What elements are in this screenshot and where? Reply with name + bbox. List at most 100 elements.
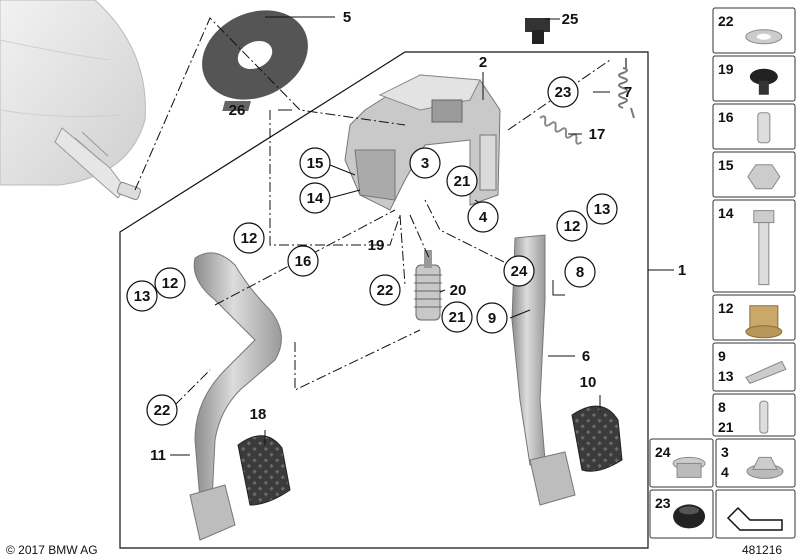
sidebar-label: 23 [655, 495, 671, 511]
sidebar-part-grommet: 23 [649, 489, 714, 539]
callout-number: 13 [134, 288, 151, 305]
callout-6: 6 [582, 348, 590, 365]
callout-number: 5 [343, 9, 351, 26]
callout-25: 25 [562, 11, 579, 28]
sidebar-part-hex-bolt: 14 [712, 199, 796, 293]
callout-number: 21 [449, 309, 466, 326]
callout-22: 22 [146, 394, 178, 426]
return-spring-7 [618, 58, 635, 119]
return-spring-17 [539, 115, 583, 145]
callout-1: 1 [678, 262, 686, 279]
pedal-pad-left [237, 435, 291, 506]
sidebar-part-slide-bushing: 24 [649, 438, 714, 488]
callout-8: 8 [564, 256, 596, 288]
rubber-pad [222, 101, 251, 111]
callout-number: 18 [250, 406, 267, 423]
collar-nut-icon [746, 456, 784, 479]
diagram-id: 481216 [742, 543, 783, 557]
callout-18: 18 [250, 406, 267, 423]
callout-26: 26 [229, 102, 246, 119]
callout-5: 5 [343, 9, 351, 26]
callout-3: 3 [409, 147, 441, 179]
callout-10: 10 [580, 374, 597, 391]
callout-2: 2 [479, 54, 487, 71]
brake-booster [0, 0, 146, 201]
callout-number: 14 [307, 190, 324, 207]
callout-number: 1 [678, 262, 686, 279]
sidebar-label: 4 [721, 464, 729, 480]
callout-13: 13 [126, 280, 158, 312]
hex-nut-icon [747, 164, 781, 190]
grommet-icon [673, 504, 706, 529]
assembly-frame [119, 51, 649, 549]
copyright-text: © 2017 BMW AG [6, 543, 98, 557]
callout-number: 17 [589, 126, 606, 143]
pedal-pad-right [571, 405, 623, 472]
sidebar-label: 14 [718, 205, 734, 221]
dowel-pin-icon [759, 400, 769, 434]
callout-number: 20 [450, 282, 467, 299]
sidebar-label: 9 [718, 348, 726, 364]
brake-pedal [511, 234, 576, 506]
callout-15: 15 [299, 147, 331, 179]
callout-20: 20 [450, 282, 467, 299]
sidebar-label: 15 [718, 157, 734, 173]
callout-19: 19 [368, 237, 385, 254]
sidebar-label: 13 [718, 368, 734, 384]
callout-21: 21 [441, 301, 473, 333]
callout-number: 4 [479, 209, 488, 226]
sidebar-part-collar-nut: 34 [715, 438, 796, 488]
sidebar-label: 19 [718, 61, 734, 77]
callout-number: 19 [368, 237, 385, 254]
callout-number: 16 [295, 253, 312, 270]
callout-13: 13 [586, 193, 618, 225]
callout-number: 25 [562, 11, 579, 28]
callout-12: 12 [233, 222, 265, 254]
sidebar-part-dowel-pin: 821 [712, 393, 796, 437]
pedal-bracket [344, 74, 501, 211]
callout-17: 17 [589, 126, 606, 143]
sidebar-part-hex-nut: 15 [712, 151, 796, 198]
sidebar-label: 12 [718, 300, 734, 316]
slide-bushing-icon [672, 456, 706, 478]
sidebar-label: 8 [718, 399, 726, 415]
dashed-lines [134, 17, 611, 406]
callout-14: 14 [299, 182, 331, 214]
callout-number: 22 [377, 282, 394, 299]
sidebar-part-arrow-symbol [715, 489, 796, 539]
callout-number: 8 [576, 264, 584, 281]
callout-23: 23 [547, 76, 579, 108]
sidebar-label: 21 [718, 419, 734, 435]
spring-clip-icon [745, 360, 787, 385]
callout-16: 16 [287, 245, 319, 277]
bushing-icon [745, 305, 783, 339]
damper-20 [414, 250, 442, 321]
callout-9: 9 [476, 302, 508, 334]
callout-21: 21 [446, 165, 478, 197]
callout-7: 7 [624, 84, 632, 101]
hex-bolt-icon [753, 210, 775, 286]
callout-number: 22 [154, 402, 171, 419]
callout-number: 7 [624, 84, 632, 101]
sidebar-label: 22 [718, 13, 734, 29]
sidebar-label: 3 [721, 444, 729, 460]
sidebar-label: 16 [718, 109, 734, 125]
callout-4: 4 [467, 201, 499, 233]
callout-22: 22 [369, 274, 401, 306]
callout-24: 24 [503, 255, 535, 287]
callout-number: 24 [511, 263, 528, 280]
callout-11: 11 [150, 447, 166, 464]
buffer-part [525, 18, 550, 44]
callout-number: 3 [421, 155, 429, 172]
callout-number: 12 [564, 218, 581, 235]
sidebar-part-pin: 16 [712, 103, 796, 150]
callout-number: 12 [162, 275, 179, 292]
seal-disc [202, 10, 308, 100]
sidebar-part-retaining-clip: 22 [712, 7, 796, 54]
callout-number: 9 [488, 310, 496, 327]
sidebar-part-bushing: 12 [712, 294, 796, 341]
callout-number: 2 [479, 54, 487, 71]
callout-number: 15 [307, 155, 324, 172]
